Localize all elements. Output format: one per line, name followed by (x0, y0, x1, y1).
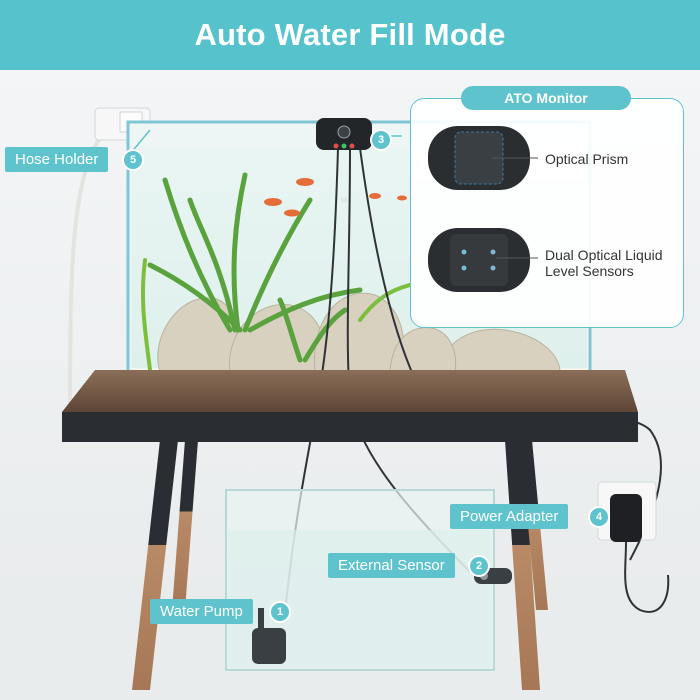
callout-badge-5: 5 (122, 149, 144, 171)
table-top (62, 370, 638, 412)
ato-monitor-title: ATO Monitor (461, 86, 631, 110)
power-adapter (610, 494, 642, 542)
callout-badge-2: 2 (468, 555, 490, 577)
dual-sensor-label-line1: Dual Optical Liquid (545, 247, 663, 263)
water-pump (252, 628, 286, 664)
callout-badge-1: 1 (269, 601, 291, 623)
page-title: Auto Water Fill Mode (194, 17, 506, 52)
plant-small (140, 258, 412, 372)
ato-monitor-panel (410, 98, 684, 328)
aquatic-plants (147, 172, 363, 363)
power-adapter-label: Power Adapter (450, 504, 569, 529)
rocks (157, 292, 561, 373)
water-pump-label: Water Pump (150, 599, 253, 624)
optical-prism-label: Optical Prism (545, 151, 629, 167)
dual-sensor-label-line2: Level Sensors (545, 263, 634, 279)
callout-badge-3: 3 (370, 129, 392, 151)
device-mode-letter: M (340, 196, 348, 205)
callout-badge-4: 4 (588, 506, 610, 528)
table-legs (132, 440, 548, 690)
hose-holder-label: Hose Holder (5, 147, 109, 172)
header-banner: Auto Water Fill Mode (0, 0, 700, 70)
external-sensor-label: External Sensor (328, 553, 455, 578)
fish (264, 178, 407, 217)
